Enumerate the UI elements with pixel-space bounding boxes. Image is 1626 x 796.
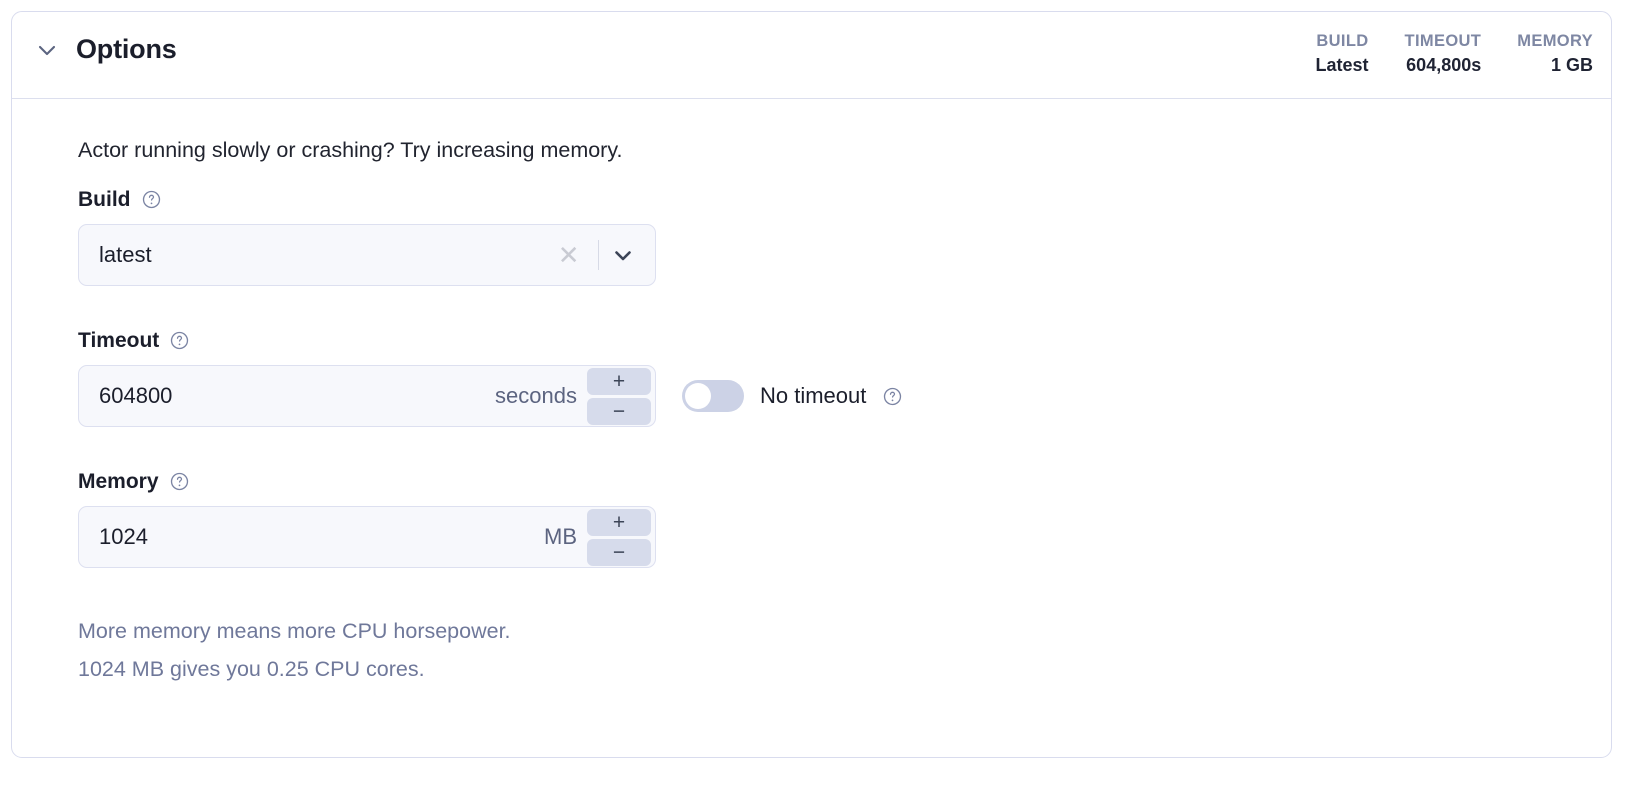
stat-timeout-value: 604,800s [1406,54,1482,75]
memory-field-group: Memory 1024 MB + − [78,471,656,568]
no-timeout-toggle-row: No timeout [682,380,903,412]
no-timeout-label: No timeout [760,383,867,408]
question-circle-icon[interactable] [169,471,190,492]
memory-hint-line-2: 1024 MB gives you 0.25 CPU cores. [78,657,425,682]
select-divider [597,240,599,270]
timeout-increment-button[interactable]: + [587,367,651,395]
header-stats: BUILD Latest TIMEOUT 604,800s MEMORY 1 G… [1280,31,1593,77]
page-title: Options [76,34,177,64]
question-circle-icon[interactable] [882,386,903,407]
build-select[interactable]: latest ✕ [78,224,656,286]
memory-input-value[interactable]: 1024 [99,524,148,549]
memory-label: Memory [78,470,159,493]
toggle-knob [685,383,711,409]
stat-memory-value: 1 GB [1550,54,1593,75]
header-left-group: Options [34,36,177,63]
no-timeout-toggle[interactable] [682,380,744,412]
stat-timeout: TIMEOUT 604,800s [1369,31,1482,77]
timeout-unit-label: seconds [495,383,577,408]
chevron-down-icon[interactable] [34,37,60,63]
question-circle-icon[interactable] [169,330,190,351]
memory-unit-label: MB [544,524,577,549]
memory-control-row: 1024 MB + − [78,506,656,568]
timeout-field-group: Timeout 604800 seconds + − [78,330,903,427]
memory-stepper: + − [587,508,655,566]
stat-build-value: Latest [1315,54,1369,75]
question-circle-icon[interactable] [141,189,162,210]
timeout-stepper: + − [587,367,655,425]
build-control-row: latest ✕ [78,224,656,286]
chevron-down-icon[interactable] [611,243,655,267]
memory-increment-button[interactable]: + [587,508,651,536]
intro-text: Actor running slowly or crashing? Try in… [78,138,623,162]
stat-memory: MEMORY 1 GB [1481,31,1593,77]
options-card-header: Options BUILD Latest TIMEOUT 604,800s ME… [12,12,1611,99]
timeout-label: Timeout [78,329,160,352]
memory-input[interactable]: 1024 MB + − [78,506,656,568]
timeout-control-row: 604800 seconds + − No timeout [78,365,903,427]
build-label: Build [78,188,131,211]
build-field-group: Build latest ✕ [78,189,656,286]
options-card: Options BUILD Latest TIMEOUT 604,800s ME… [11,11,1612,758]
stat-build: BUILD Latest [1280,31,1369,77]
memory-hint-line-1: More memory means more CPU horsepower. [78,619,511,643]
close-icon[interactable]: ✕ [557,240,580,270]
stat-memory-label: MEMORY [1517,32,1593,50]
timeout-input[interactable]: 604800 seconds + − [78,365,656,427]
memory-label-row: Memory [78,471,656,492]
build-label-row: Build [78,189,656,210]
memory-hint-text: More memory means more CPU horsepower. 1… [78,612,511,689]
timeout-input-value[interactable]: 604800 [99,383,173,408]
timeout-label-row: Timeout [78,330,903,351]
stat-build-label: BUILD [1316,32,1369,50]
build-select-value[interactable]: latest [99,242,152,267]
memory-decrement-button[interactable]: − [587,538,651,566]
stat-timeout-label: TIMEOUT [1404,32,1482,50]
timeout-decrement-button[interactable]: − [587,397,651,425]
